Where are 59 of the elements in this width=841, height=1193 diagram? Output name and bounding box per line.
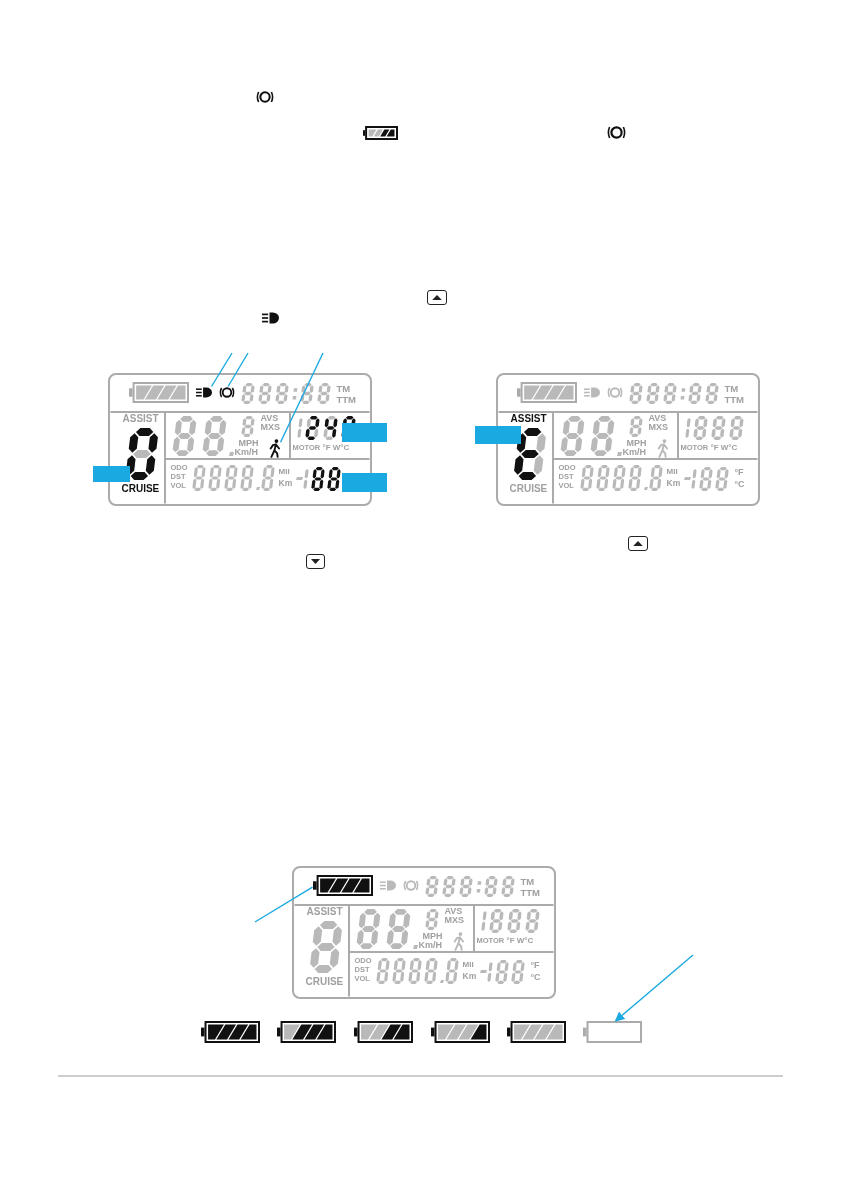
lcd-label: TTM	[336, 394, 357, 404]
lcd-label: Km/H	[418, 940, 442, 950]
lcd-label: AVS	[444, 906, 463, 916]
lcd-label: °F	[734, 467, 744, 477]
lcd-label: MXS	[444, 915, 464, 925]
lcd-label: °F W°C	[322, 443, 350, 452]
walking-person-icon	[268, 438, 281, 458]
battery-icon	[201, 1021, 260, 1043]
battery-icon	[354, 1021, 413, 1043]
lcd-label: MPH	[626, 438, 647, 448]
battery-icon	[583, 1021, 642, 1043]
lcd-label: Km	[666, 478, 681, 487]
lcd-label: MXS	[260, 422, 280, 432]
lcd-label: MXS	[648, 422, 668, 432]
headlight-icon	[195, 386, 212, 398]
callout-tab	[475, 426, 521, 444]
lcd-label: °C	[530, 972, 541, 982]
lcd-label: °C	[734, 479, 745, 489]
lcd-display	[496, 373, 760, 506]
lcd-label: MII	[462, 960, 474, 969]
battery-icon	[431, 1021, 490, 1043]
lcd-label: AVS	[648, 413, 667, 423]
lcd-label: ASSIST	[122, 413, 159, 424]
leader-line	[210, 352, 233, 388]
battery-icon	[312, 874, 373, 896]
lcd-label: Km/H	[234, 447, 258, 457]
ring-icon	[218, 386, 235, 398]
lcd-label: CRUISE	[305, 976, 344, 987]
lcd-display	[292, 866, 556, 999]
lcd-label: Km	[462, 971, 477, 980]
lcd-label: CRUISE	[121, 483, 160, 494]
lcd-label: °F W°C	[506, 936, 534, 945]
callout-tab	[342, 423, 387, 442]
lcd-label: CRUISE	[509, 483, 548, 494]
battery-icon	[277, 1021, 336, 1043]
lcd-label: °F W°C	[710, 443, 738, 452]
leader-line	[279, 352, 324, 443]
lcd-label: TM	[520, 876, 535, 886]
lcd-label: Km	[278, 478, 293, 487]
lcd-label: MPH	[238, 438, 259, 448]
lcd-label: MPH	[422, 931, 443, 941]
leader-line	[227, 352, 249, 388]
lcd-label: AVS	[260, 413, 279, 423]
lcd-label: Km/H	[622, 447, 646, 457]
callout-tab	[93, 466, 130, 482]
leader-line	[254, 886, 314, 923]
lcd-label: ASSIST	[306, 906, 343, 917]
callout-tab	[342, 473, 387, 492]
lcd-label: TM	[336, 383, 351, 393]
lcd-label: °F	[530, 960, 540, 970]
lcd-label: TM	[724, 383, 739, 393]
lcd-label: MII	[666, 467, 678, 476]
arrow	[614, 954, 694, 1022]
lcd-label: MII	[278, 467, 290, 476]
battery-icon	[507, 1021, 566, 1043]
lcd-label: ASSIST	[510, 413, 547, 424]
lcd-display	[108, 373, 372, 506]
lcd-label: TTM	[520, 887, 541, 897]
lcd-label: TTM	[724, 394, 745, 404]
